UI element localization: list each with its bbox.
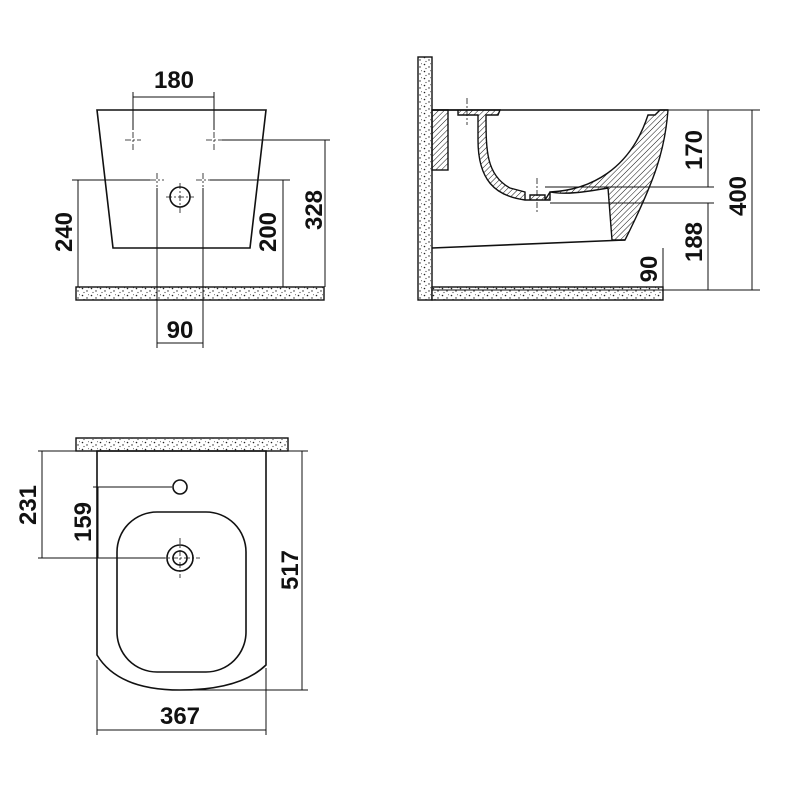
dim-517: 517 bbox=[277, 550, 304, 590]
side-dimensions: 170 400 188 90 bbox=[432, 109, 760, 291]
dim-188: 188 bbox=[681, 222, 708, 262]
wall-section bbox=[75, 437, 289, 452]
front-view: 180 240 200 328 90 bbox=[51, 67, 330, 348]
tap-hole-marks bbox=[125, 132, 222, 215]
dim-159: 159 bbox=[70, 502, 97, 542]
dim-240: 240 bbox=[51, 212, 78, 252]
dim-90-front: 90 bbox=[167, 317, 194, 344]
top-dimensions: 231 159 517 367 bbox=[15, 450, 308, 735]
dim-367: 367 bbox=[160, 703, 200, 730]
floor-section bbox=[75, 286, 325, 301]
dim-200: 200 bbox=[255, 212, 282, 252]
bidet-front-outline bbox=[96, 109, 267, 249]
floor-section bbox=[431, 286, 664, 301]
dim-328: 328 bbox=[301, 190, 328, 230]
basin-outline bbox=[116, 511, 247, 673]
tap-hole bbox=[172, 479, 188, 495]
dim-90-side: 90 bbox=[636, 256, 663, 283]
underside-line bbox=[431, 239, 626, 249]
dim-400: 400 bbox=[725, 176, 752, 216]
bidet-section bbox=[432, 109, 669, 241]
dim-170: 170 bbox=[681, 130, 708, 170]
dim-180: 180 bbox=[154, 67, 194, 94]
side-view: 170 400 188 90 bbox=[417, 56, 760, 301]
top-view: 231 159 517 367 bbox=[15, 437, 308, 735]
wall-section bbox=[417, 56, 433, 301]
dim-231: 231 bbox=[15, 485, 42, 525]
wall-bracket bbox=[431, 109, 449, 171]
front-dimensions: 180 240 200 328 90 bbox=[51, 67, 330, 348]
